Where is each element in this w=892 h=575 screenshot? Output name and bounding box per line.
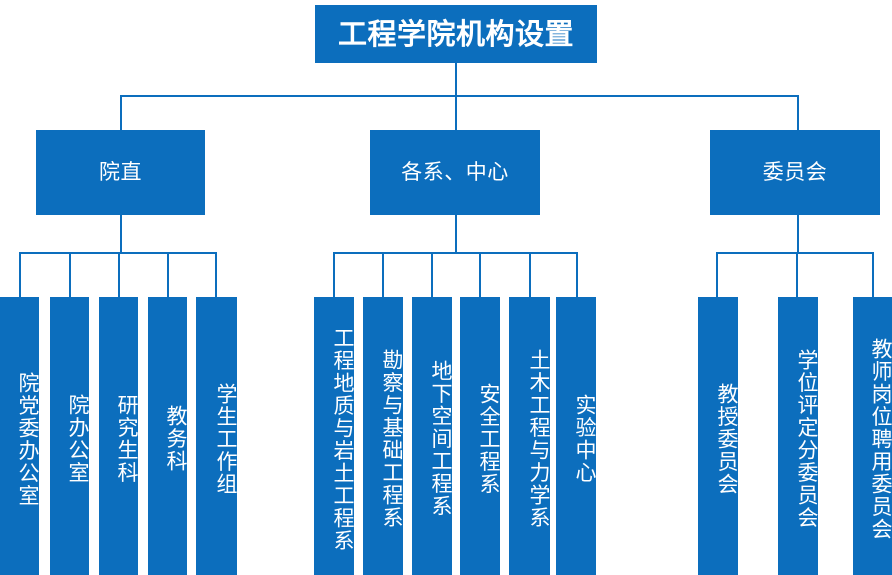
leaf-node-label: 院办公室 [66,394,90,484]
leaf-node-label: 地下空间工程系 [429,360,453,518]
branch-node-committees[interactable]: 委员会 [710,130,880,215]
connector-drop-leaf-1-3 [118,252,120,297]
branch-node-administration[interactable]: 院直 [36,130,205,215]
root-node-engineering-college[interactable]: 工程学院机构设置 [315,5,597,63]
leaf-node-academic-affairs-section[interactable]: 教务科 [148,297,188,575]
connector-drop-leaf-1-2 [69,252,71,297]
leaf-node-civil-engineering-mechanics[interactable]: 土木工程与力学系 [509,297,551,575]
connector-bus-branch-3 [716,252,874,254]
branch-node-label: 委员会 [762,159,828,184]
connector-drop-leaf-2-1 [333,252,335,297]
connector-drop-leaf-2-2 [382,252,384,297]
leaf-node-label: 工程地质与岩土工程系 [331,326,355,552]
leaf-node-label: 教务科 [164,405,188,473]
connector-main-bus [120,95,799,97]
connector-drop-branch-3 [797,95,799,130]
connector-stem-branch-3 [797,215,799,253]
connector-drop-branch-2 [455,95,457,130]
connector-drop-leaf-1-4 [167,252,169,297]
connector-drop-leaf-2-6 [576,252,578,297]
leaf-node-label: 勘察与基础工程系 [380,349,404,529]
leaf-node-experiment-center[interactable]: 实验中心 [556,297,597,575]
leaf-node-label: 研究生科 [115,394,139,484]
leaf-node-survey-foundation-engineering[interactable]: 勘察与基础工程系 [363,297,404,575]
branch-node-label: 院直 [99,159,142,184]
root-node-label: 工程学院机构设置 [337,16,574,51]
leaf-node-safety-engineering[interactable]: 安全工程系 [460,297,501,575]
connector-drop-leaf-2-3 [431,252,433,297]
leaf-node-label: 教授委员会 [715,382,739,496]
leaf-node-party-committee-office[interactable]: 院党委办公室 [0,297,40,575]
leaf-node-professors-committee[interactable]: 教授委员会 [698,297,739,575]
leaf-node-teacher-post-appointment-committee[interactable]: 教师岗位聘用委员会 [853,297,892,575]
leaf-node-engineering-geology-geotechnical[interactable]: 工程地质与岩土工程系 [314,297,355,575]
connector-bus-branch-2 [333,252,578,254]
leaf-node-label: 实验中心 [573,394,597,484]
leaf-node-label: 土木工程与力学系 [527,349,551,529]
leaf-node-underground-space-engineering[interactable]: 地下空间工程系 [412,297,453,575]
branch-node-departments[interactable]: 各系、中心 [370,130,540,215]
connector-drop-branch-1 [120,95,122,130]
leaf-node-label: 教师岗位聘用委员会 [869,337,892,541]
connector-root-stem [455,63,457,96]
leaf-node-label: 安全工程系 [477,382,501,496]
connector-drop-leaf-1-5 [215,252,217,297]
leaf-node-graduate-section[interactable]: 研究生科 [99,297,139,575]
connector-drop-leaf-2-4 [479,252,481,297]
connector-drop-leaf-2-5 [529,252,531,297]
leaf-node-college-office[interactable]: 院办公室 [50,297,90,575]
connector-drop-leaf-3-3 [872,252,874,297]
leaf-node-label: 学生工作组 [214,382,238,496]
connector-drop-leaf-1-1 [19,252,21,297]
leaf-node-label: 学位评定分委员会 [795,349,819,529]
connector-stem-branch-2 [455,215,457,253]
connector-drop-leaf-3-1 [716,252,718,297]
connector-stem-branch-1 [120,215,122,253]
leaf-node-label: 院党委办公室 [16,371,40,507]
leaf-node-student-work-group[interactable]: 学生工作组 [196,297,238,575]
connector-drop-leaf-3-2 [796,252,798,297]
leaf-node-degree-evaluation-subcommittee[interactable]: 学位评定分委员会 [778,297,819,575]
branch-node-label: 各系、中心 [401,159,509,184]
